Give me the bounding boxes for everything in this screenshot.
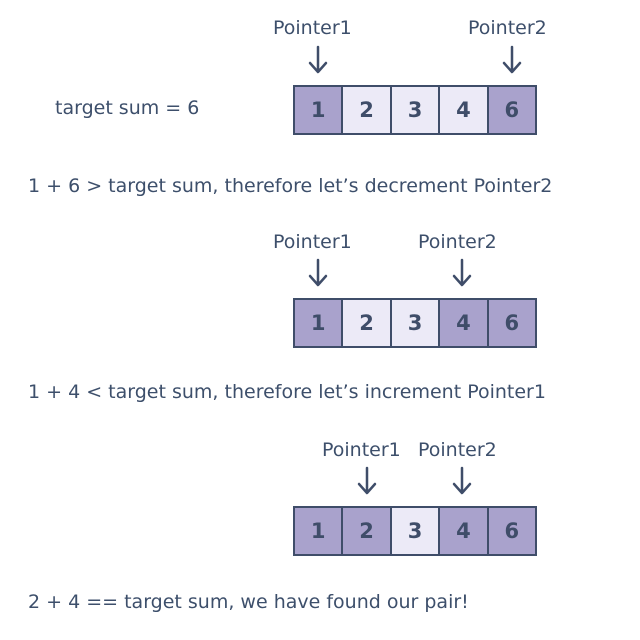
array-cell: 1 (295, 87, 344, 133)
pointer1-label: Pointer1 (273, 231, 352, 253)
array-cell: 1 (295, 300, 344, 346)
target-sum-label: target sum = 6 (55, 97, 200, 119)
pointer1-arrow-down-icon (357, 466, 377, 495)
array-step-3: 1 2 3 4 6 (293, 506, 537, 556)
pointer2-label: Pointer2 (418, 439, 497, 461)
pointer1-arrow-down-icon (308, 258, 328, 287)
pointer1-label: Pointer1 (273, 17, 352, 39)
pointer2-label: Pointer2 (418, 231, 497, 253)
step-1-caption: 1 + 6 > target sum, therefore let’s decr… (28, 175, 553, 197)
array-cell: 4 (440, 300, 489, 346)
array-cell: 6 (488, 300, 536, 346)
array-cell: 2 (343, 87, 392, 133)
array-cell: 2 (343, 300, 392, 346)
pointer2-arrow-down-icon (452, 258, 472, 287)
pointer2-arrow-down-icon (452, 466, 472, 495)
array-cell: 6 (488, 87, 536, 133)
array-cell: 3 (391, 508, 441, 554)
pointer1-label: Pointer1 (322, 439, 401, 461)
array-cell: 4 (440, 508, 489, 554)
array-cell: 4 (440, 87, 489, 133)
array-cell: 3 (391, 87, 441, 133)
pointer1-arrow-down-icon (308, 45, 328, 74)
array-cell: 1 (295, 508, 344, 554)
array-cell: 3 (391, 300, 441, 346)
array-step-1: 1 2 3 4 6 (293, 85, 537, 135)
step-2-caption: 1 + 4 < target sum, therefore let’s incr… (28, 381, 546, 403)
array-step-2: 1 2 3 4 6 (293, 298, 537, 348)
pointer2-arrow-down-icon (502, 45, 522, 74)
array-cell: 2 (343, 508, 392, 554)
array-cell: 6 (488, 508, 536, 554)
step-3-caption: 2 + 4 == target sum, we have found our p… (28, 591, 469, 613)
pointer2-label: Pointer2 (468, 17, 547, 39)
